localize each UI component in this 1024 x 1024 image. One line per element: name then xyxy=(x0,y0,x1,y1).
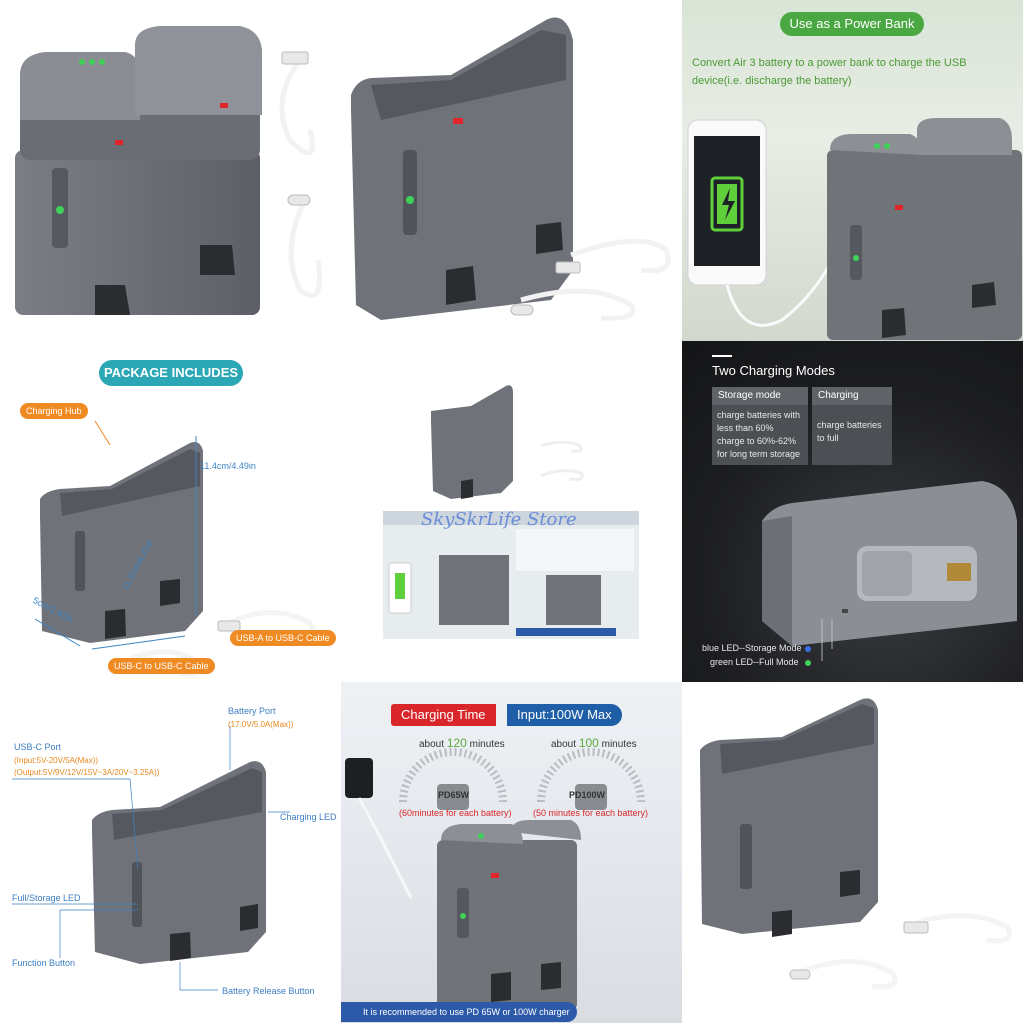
battery-port-title: Battery Port xyxy=(228,706,276,716)
usb-c-port-input: (Input:5V-20V/5A(Max)) xyxy=(14,756,99,765)
hub-empty-illustration xyxy=(351,17,671,321)
store-watermark: SkySkrLife Store xyxy=(421,509,577,530)
pd100-label: PD100W xyxy=(569,790,606,800)
charging-modes-title: Two Charging Modes xyxy=(712,363,835,378)
usb-c-port-output: (Output:5V/9V/12V/15V~3A/20V~3.25A)) xyxy=(14,768,160,777)
title-accent-bar xyxy=(712,355,732,357)
panel-charging-time[interactable]: Charging Time Input:100W Max about 120 m… xyxy=(341,682,682,1023)
store-collage-illustration xyxy=(383,385,639,639)
panel-power-bank[interactable]: Use as a Power Bank Convert Air 3 batter… xyxy=(682,0,1023,341)
pd65-note: (60minutes for each battery) xyxy=(399,808,512,818)
pd100-time-value: 100 xyxy=(578,736,599,750)
panel-store-collage[interactable]: SkySkrLife Store xyxy=(341,341,682,682)
battery-port-spec: (17.0V/5.0A(Max)) xyxy=(228,720,294,729)
panel-hub-and-cables[interactable] xyxy=(682,682,1023,1023)
power-bank-description: Convert Air 3 battery to a power bank to… xyxy=(692,57,967,87)
pd100-time: about 100 minutes xyxy=(551,736,637,750)
power-bank-title: Use as a Power Bank xyxy=(780,12,924,36)
panel-hub-with-batteries[interactable] xyxy=(0,0,341,341)
panel-hub-empty[interactable] xyxy=(341,0,682,341)
blue-led-label: blue LED--Storage Mode xyxy=(702,643,802,653)
pd100-note: (50 minutes for each battery) xyxy=(533,808,649,818)
height-dimension: 11.4cm/4.49in xyxy=(200,461,256,471)
pd65-time: about 120 minutes xyxy=(419,736,505,750)
package-includes-title: PACKAGE INCLUDES xyxy=(99,360,243,386)
pd100-time-prefix: about xyxy=(551,739,577,750)
input-max-badge: Input:100W Max xyxy=(507,704,622,726)
charging-mode-text: charge batteries to full xyxy=(812,405,892,465)
green-led-label: green LED--Full Mode xyxy=(710,657,799,667)
ports-hub-illustration xyxy=(12,726,290,991)
panel-ports-diagram[interactable]: Battery Port (17.0V/5.0A(Max)) USB-C Por… xyxy=(0,682,341,1023)
panel-charging-modes[interactable]: Two Charging Modes Storage mode charge b… xyxy=(682,341,1023,682)
pd65-time-value: 120 xyxy=(446,736,467,750)
panel-package-includes[interactable]: PACKAGE INCLUDES Charging Hub 11.4cm/4.4… xyxy=(0,341,341,682)
usb-c-port-title: USB-C Port xyxy=(14,742,62,752)
function-button-label: Function Button xyxy=(12,958,76,968)
pd65-time-unit: minutes xyxy=(469,739,505,750)
full-storage-led-label: Full/Storage LED xyxy=(12,893,81,903)
charging-hub-tag: Charging Hub xyxy=(20,403,88,419)
battery-release-button-label: Battery Release Button xyxy=(222,986,315,996)
phone-and-hub-illustration xyxy=(687,118,1022,340)
pd65-time-prefix: about xyxy=(419,739,445,750)
storage-mode-head: Storage mode xyxy=(712,387,808,405)
charger-recommendation-footer: It is recommended to use PD 65W or 100W … xyxy=(341,1002,577,1022)
usb-a-cable-tag: USB-A to USB-C Cable xyxy=(230,630,336,646)
charge-gauges-illustration xyxy=(345,748,645,1010)
hub-and-cables-illustration xyxy=(700,698,1012,990)
charging-led-label: Charging LED xyxy=(280,812,337,822)
storage-mode-text: charge batteries with less than 60% char… xyxy=(712,405,808,465)
pd100-time-unit: minutes xyxy=(601,739,637,750)
hub-with-batteries-illustration xyxy=(15,26,323,315)
charging-time-badge: Charging Time xyxy=(391,704,496,726)
pd65-label: PD65W xyxy=(438,790,470,800)
hub-with-battery-dark-illustration xyxy=(762,481,1017,666)
usb-c-cable-tag: USB-C to USB-C Cable xyxy=(108,658,215,674)
